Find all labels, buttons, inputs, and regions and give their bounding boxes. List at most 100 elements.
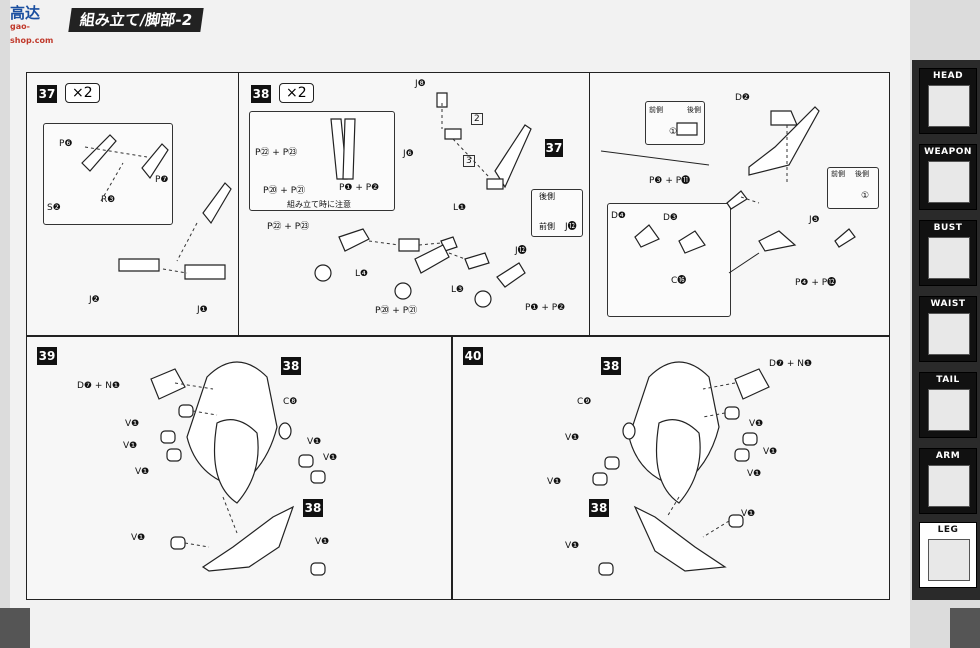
- part-label-v1-a: V❶: [749, 419, 764, 429]
- part-label-v1-e: V❶: [323, 453, 338, 463]
- part-label-d3: D❸: [663, 213, 678, 223]
- part-label-p3p11: P❸ + P⓫: [649, 176, 691, 186]
- circled-number-1: ①: [669, 127, 678, 137]
- step-38-panel: 38 ×2 P㉒ + P㉓ P⑳ + P㉑ P❶ + P❷ 組み立て時に注意 P…: [238, 72, 890, 336]
- page-title: 組み立て/脚部-2: [68, 8, 204, 32]
- tab-leg[interactable]: LEG: [919, 522, 977, 588]
- part-label-v1-g: V❶: [565, 541, 580, 551]
- part-label-l4: L❹: [355, 269, 369, 279]
- step-sequence-2: 2: [471, 113, 483, 125]
- part-label-l3: L❸: [451, 285, 465, 295]
- box-label-p1p2: P❶ + P❷: [339, 183, 380, 193]
- part-label-c9: C❾: [577, 397, 592, 407]
- tab-waist[interactable]: WAIST: [919, 296, 977, 362]
- step-38-right-subpanel: [589, 73, 590, 335]
- waist-part-icon: [928, 313, 970, 355]
- arm-part-icon: [928, 465, 970, 507]
- multiplier-badge: ×2: [65, 83, 100, 103]
- part-label-v1-c: V❶: [763, 447, 778, 457]
- step-39-parts-drawing: [150, 361, 326, 576]
- tab-label: HEAD: [932, 71, 964, 81]
- section-tab-sidebar: HEAD WEAPON BUST WAIST TAIL ARM LEG: [912, 60, 980, 600]
- reference-step-badge-bottom: 38: [303, 499, 323, 517]
- box-label-p20p21: P⑳ + P㉑: [263, 186, 306, 196]
- part-label-c8: C❽: [283, 397, 298, 407]
- tab-tail[interactable]: TAIL: [919, 372, 977, 438]
- part-label-j6: J❻: [403, 149, 414, 159]
- tab-label: LEG: [937, 525, 959, 535]
- orientation-callout-side: [827, 167, 879, 209]
- step-38-parts-drawing: [314, 92, 856, 308]
- step-number: 39: [37, 347, 57, 365]
- part-label-v1-b: V❶: [123, 441, 138, 451]
- label-front-side-side: 前側: [831, 170, 845, 178]
- part-label-d7n1: D❼ + N❶: [77, 381, 121, 391]
- part-label-j8: J❽: [415, 79, 426, 89]
- instruction-sheet: 高达 gao-shop.com 組み立て/脚部-2 37 ×2 P❻: [10, 0, 910, 648]
- step-39-panel: 39 38 38 D❼ + N❶ C❽ V❶ V❶ V❶ V❶ V❶ V❶ V❶: [26, 336, 452, 600]
- part-label-v1-g: V❶: [315, 537, 330, 547]
- step-37-parts-drawing: [81, 134, 232, 280]
- part-label-v1-d: V❶: [307, 437, 322, 447]
- corner-decoration-left: [0, 608, 30, 648]
- callout-label-j12: J⓬: [565, 222, 577, 232]
- tab-bust[interactable]: BUST: [919, 220, 977, 286]
- tab-label: BUST: [933, 223, 963, 233]
- tab-label: ARM: [935, 451, 961, 461]
- part-label-s2: S❷: [47, 203, 61, 213]
- circled-number-1-side: ①: [861, 191, 870, 201]
- part-label-p22p23: P㉒ + P㉓: [267, 222, 310, 232]
- part-label-v1-d: V❶: [547, 477, 562, 487]
- reference-step-badge: 37: [545, 139, 563, 157]
- orientation-callout-box: [531, 189, 583, 237]
- page-header: 高达 gao-shop.com 組み立て/脚部-2: [10, 4, 230, 46]
- part-label-v1-b: V❶: [565, 433, 580, 443]
- bust-part-icon: [928, 237, 970, 279]
- step-number: 40: [463, 347, 483, 365]
- subassembly-box-right: [607, 203, 731, 317]
- assembly-caution-note: 組み立て時に注意: [287, 200, 351, 209]
- part-label-c16: C⓰: [671, 276, 687, 286]
- part-label-d4: D❹: [611, 211, 626, 221]
- site-logo: 高达 gao-shop.com: [10, 4, 72, 46]
- part-label-d7n1: D❼ + N❶: [769, 359, 813, 369]
- label-front-side-top: 前側: [649, 106, 663, 114]
- multiplier-badge: ×2: [279, 83, 314, 103]
- step-number: 37: [37, 85, 57, 103]
- label-back-side-top: 後側: [687, 106, 701, 114]
- part-label-v1-f: V❶: [131, 533, 146, 543]
- part-label-p6: P❻: [59, 139, 73, 149]
- part-label-v1-a: V❶: [125, 419, 140, 429]
- part-label-p4p12: P❹ + P⓬: [795, 278, 837, 288]
- head-part-icon: [928, 85, 970, 127]
- step-37-panel: 37 ×2 P❻ S❷ R❸ P❼ J❷ J❶: [26, 72, 240, 336]
- part-label-j5: J❺: [809, 215, 820, 225]
- tab-head[interactable]: HEAD: [919, 68, 977, 134]
- tab-label: WEAPON: [924, 147, 972, 157]
- tab-weapon[interactable]: WEAPON: [919, 144, 977, 210]
- logo-main-text: 高达: [10, 4, 41, 22]
- reference-step-badge-bottom: 38: [589, 499, 609, 517]
- part-label-r3: R❸: [101, 195, 116, 205]
- corner-decoration-right: [950, 608, 980, 648]
- reference-step-badge-top: 38: [601, 357, 621, 375]
- weapon-part-icon: [928, 161, 970, 203]
- part-label-p1p2: P❶ + P❷: [525, 303, 566, 313]
- tab-label: WAIST: [930, 299, 966, 309]
- orientation-note-box: [249, 111, 395, 211]
- box-label-p22p23: P㉒ + P㉓: [255, 148, 298, 158]
- tab-arm[interactable]: ARM: [919, 448, 977, 514]
- step-40-parts-drawing: [592, 361, 770, 576]
- label-back-side: 後側: [539, 192, 555, 201]
- part-label-p7: P❼: [155, 175, 169, 185]
- logo-sub-text: gao-shop.com: [10, 22, 54, 45]
- part-label-j12: J⓬: [515, 246, 527, 256]
- part-label-d2: D❷: [735, 93, 750, 103]
- part-label-j1: J❶: [197, 305, 208, 315]
- tail-part-icon: [928, 389, 970, 431]
- step-40-panel: 40 38 38 D❼ + N❶ C❾ V❶ V❶ V❶ V❶ V❶ V❶ V❶: [452, 336, 890, 600]
- step-number: 38: [251, 85, 271, 103]
- label-front-side: 前側: [539, 222, 555, 231]
- reference-step-badge-top: 38: [281, 357, 301, 375]
- part-label-v1-e: V❶: [747, 469, 762, 479]
